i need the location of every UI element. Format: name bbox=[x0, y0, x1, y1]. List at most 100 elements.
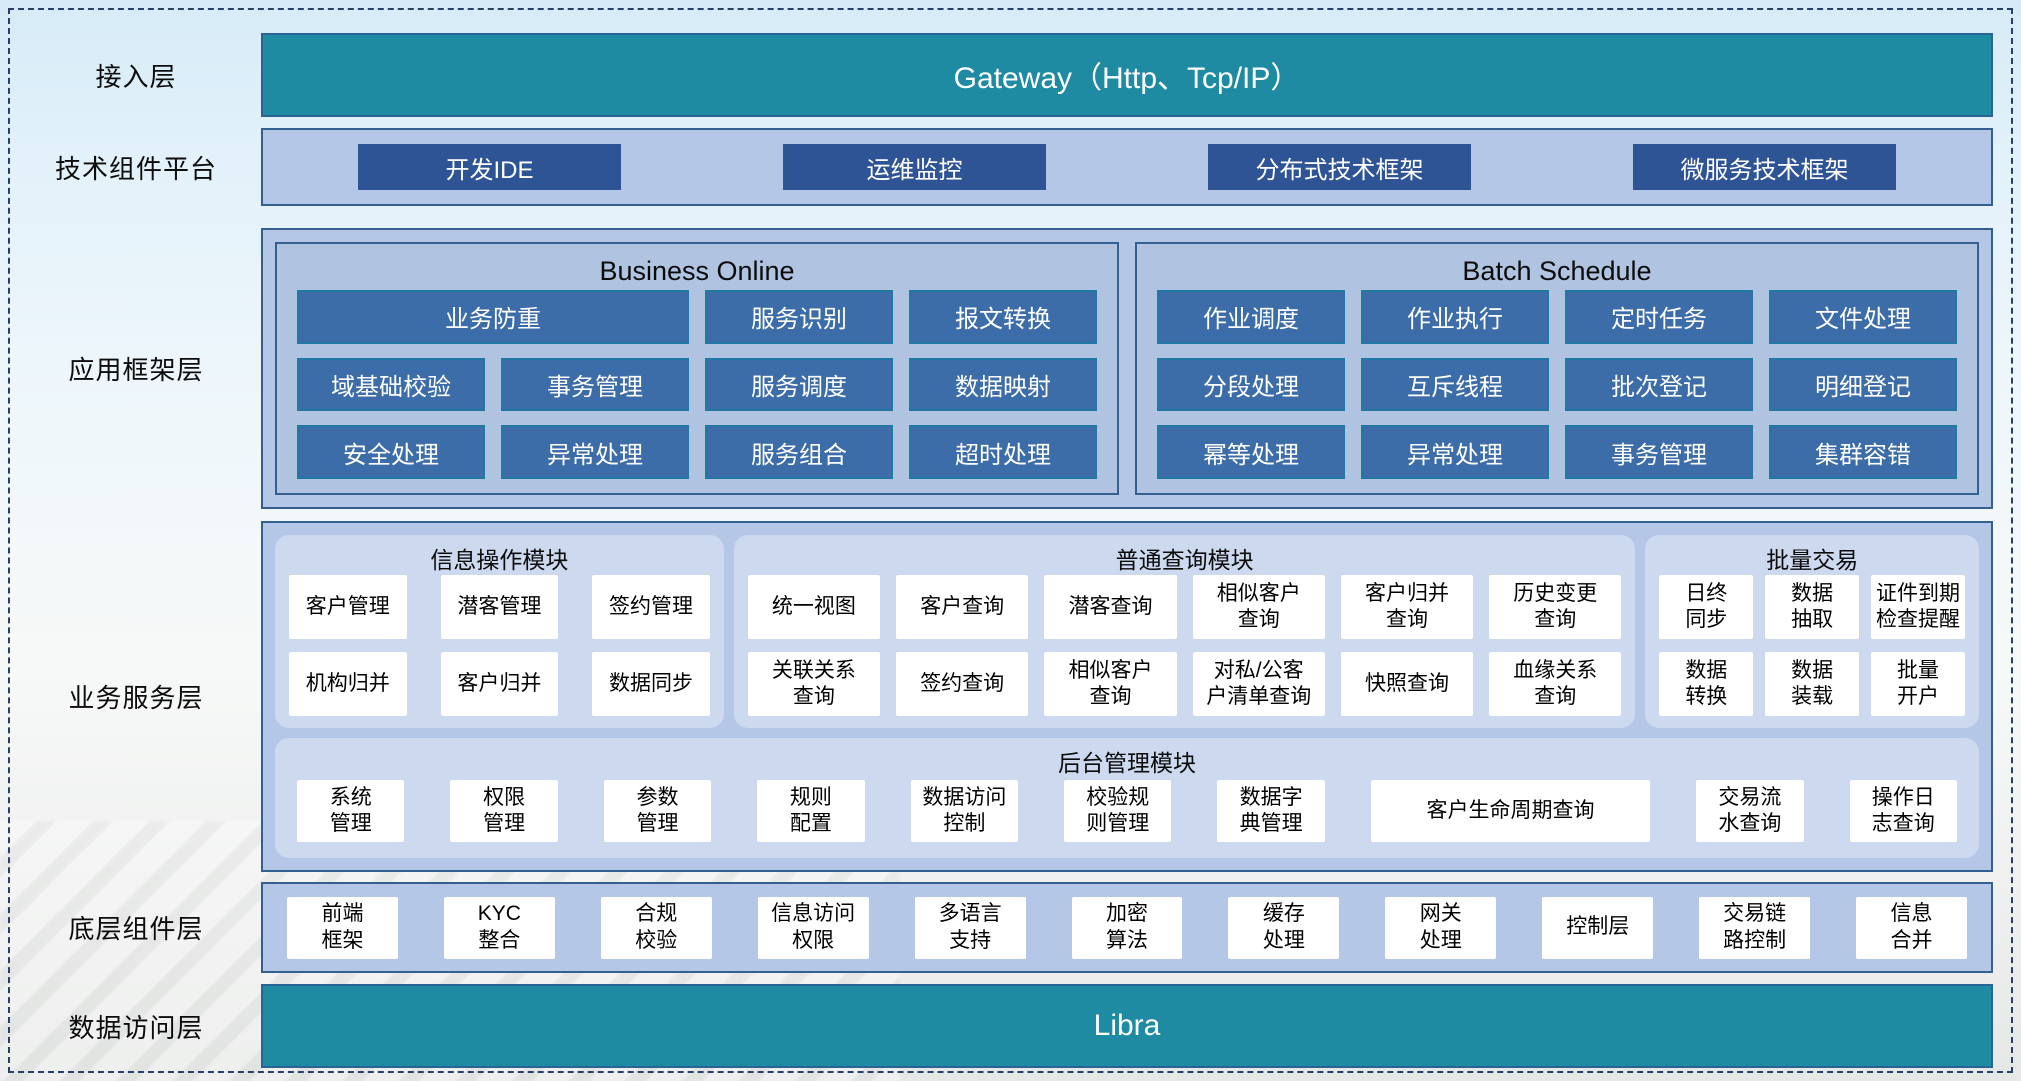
chip: 服务组合 bbox=[705, 425, 893, 479]
layer-label-app-framework: 应用框架层 bbox=[68, 355, 204, 385]
query-module: 普通查询模块 统一视图 客户查询 潜客查询 相似客户 查询 客户归并 查询 历史… bbox=[733, 535, 1636, 728]
chip: 签约查询 bbox=[896, 652, 1029, 716]
chip: 网关 处理 bbox=[1385, 896, 1497, 959]
chip: 前端 框架 bbox=[287, 896, 398, 959]
chip: 报文转换 bbox=[909, 290, 1097, 344]
chip: 信息访问 权限 bbox=[757, 896, 869, 959]
chip: 超时处理 bbox=[909, 425, 1097, 479]
admin-grid: 系统 管理 权限 管理 参数 管理 规则 配置 数据访问 控制 校验规 则管理 … bbox=[289, 778, 1965, 846]
batch-trade-module: 批量交易 日终 同步 数据 抽取 证件到期 检查提醒 数据 转换 数据 装载 批… bbox=[1645, 535, 1979, 728]
layer-label-data-access: 数据访问层 bbox=[68, 1012, 204, 1043]
chip: 业务防重 bbox=[297, 290, 689, 344]
layer-label-access: 接入层 bbox=[95, 61, 177, 92]
tech-platform-container: 开发IDE 运维监控 分布式技术框架 微服务技术框架 bbox=[261, 128, 1993, 206]
chip: 对私/公客 户清单查询 bbox=[1192, 652, 1325, 716]
batch-trade-title: 批量交易 bbox=[1766, 547, 1859, 573]
chip: 签约管理 bbox=[592, 575, 710, 639]
business-service-container: 信息操作模块 客户管理 潜客管理 签约管理 机构归并 客户归并 数据同步 普通查… bbox=[261, 521, 1993, 872]
chip: 相似客户 查询 bbox=[1044, 652, 1177, 716]
query-module-title: 普通查询模块 bbox=[1115, 547, 1254, 573]
chip: 数据同步 bbox=[592, 652, 710, 716]
chip: 信息 合并 bbox=[1856, 896, 1967, 959]
chip: 快照查询 bbox=[1340, 652, 1474, 716]
chip: 批次登记 bbox=[1565, 357, 1753, 412]
tech-chip-distributed-framework: 分布式技术框架 bbox=[1207, 144, 1472, 190]
chip: 相似客户 查询 bbox=[1192, 575, 1325, 639]
chip: 系统 管理 bbox=[297, 780, 405, 842]
chip: 规则 配置 bbox=[757, 780, 865, 842]
chip: 服务识别 bbox=[705, 290, 893, 344]
chip: 定时任务 bbox=[1565, 290, 1753, 344]
base-components-container: 前端 框架 KYC 整合 合规 校验 信息访问 权限 多语言 支持 加密 算法 … bbox=[261, 882, 1993, 973]
chip: 幂等处理 bbox=[1157, 425, 1345, 479]
info-ops-grid: 客户管理 潜客管理 签约管理 机构归并 客户归并 数据同步 bbox=[289, 575, 710, 716]
business-online-grid: 业务防重 服务识别 报文转换 域基础校验 事务管理 服务调度 数据映射 安全处理… bbox=[297, 290, 1097, 479]
admin-module: 后台管理模块 系统 管理 权限 管理 参数 管理 规则 配置 数据访问 控制 校… bbox=[275, 738, 1979, 858]
chip: 机构归并 bbox=[289, 652, 407, 716]
chip: 多语言 支持 bbox=[914, 896, 1026, 959]
chip: 加密 算法 bbox=[1071, 896, 1183, 959]
chip: 客户管理 bbox=[289, 575, 407, 639]
batch-schedule-grid: 作业调度 作业执行 定时任务 文件处理 分段处理 互斥线程 批次登记 明细登记 … bbox=[1157, 290, 1957, 479]
chip: 缓存 处理 bbox=[1228, 896, 1340, 959]
chip: 数据 转换 bbox=[1659, 652, 1754, 716]
tech-chip-microservice-framework: 微服务技术框架 bbox=[1632, 144, 1897, 190]
tech-chip-ops-monitor: 运维监控 bbox=[782, 144, 1047, 190]
chip: 统一视图 bbox=[747, 575, 881, 639]
chip: 服务调度 bbox=[705, 357, 893, 412]
chip: 作业执行 bbox=[1361, 290, 1549, 344]
libra-bar: Libra bbox=[261, 984, 1993, 1068]
chip: 集群容错 bbox=[1769, 425, 1957, 479]
layer-label-base-components: 底层组件层 bbox=[68, 914, 204, 944]
chip: 数据字 典管理 bbox=[1217, 780, 1325, 842]
chip: 客户归并 查询 bbox=[1340, 575, 1474, 639]
chip: 域基础校验 bbox=[297, 357, 485, 412]
chip: 作业调度 bbox=[1157, 290, 1345, 344]
chip: 明细登记 bbox=[1769, 357, 1957, 412]
chip: 数据访问 控制 bbox=[910, 780, 1019, 842]
chip: 分段处理 bbox=[1157, 357, 1345, 412]
layer-label-tech-platform: 技术组件平台 bbox=[54, 153, 217, 184]
chip: 客户查询 bbox=[896, 575, 1029, 639]
chip: 交易链 路控制 bbox=[1699, 896, 1811, 959]
chip: 证件到期 检查提醒 bbox=[1871, 575, 1965, 639]
chip: 参数 管理 bbox=[603, 780, 712, 842]
chip: 潜客查询 bbox=[1044, 575, 1177, 639]
query-grid: 统一视图 客户查询 潜客查询 相似客户 查询 客户归并 查询 历史变更 查询 关… bbox=[747, 575, 1622, 716]
business-online-title: Business Online bbox=[599, 255, 795, 286]
chip: 数据 装载 bbox=[1765, 652, 1860, 716]
info-ops-title: 信息操作模块 bbox=[430, 547, 569, 573]
chip: 潜客管理 bbox=[440, 575, 559, 639]
batch-schedule-title: Batch Schedule bbox=[1462, 255, 1652, 286]
chip: 交易流 水查询 bbox=[1696, 780, 1804, 842]
batch-trade-grid: 日终 同步 数据 抽取 证件到期 检查提醒 数据 转换 数据 装载 批量 开户 bbox=[1659, 575, 1965, 716]
batch-schedule-panel: Batch Schedule 作业调度 作业执行 定时任务 文件处理 分段处理 … bbox=[1135, 242, 1979, 495]
chip: 安全处理 bbox=[297, 425, 485, 479]
chip: 合规 校验 bbox=[600, 896, 712, 959]
chip: 异常处理 bbox=[501, 425, 689, 479]
business-online-panel: Business Online 业务防重 服务识别 报文转换 域基础校验 事务管… bbox=[275, 242, 1119, 495]
chip: 数据 抽取 bbox=[1765, 575, 1860, 639]
tech-chip-dev-ide: 开发IDE bbox=[357, 144, 622, 190]
chip: 客户生命周期查询 bbox=[1370, 780, 1651, 842]
gateway-bar: Gateway（Http、Tcp/IP） bbox=[261, 33, 1993, 117]
info-ops-module: 信息操作模块 客户管理 潜客管理 签约管理 机构归并 客户归并 数据同步 bbox=[275, 535, 724, 728]
chip: 操作日 志查询 bbox=[1849, 780, 1957, 842]
chip: 关联关系 查询 bbox=[747, 652, 881, 716]
chip: 互斥线程 bbox=[1361, 357, 1549, 412]
layer-label-business-service: 业务服务层 bbox=[68, 683, 204, 713]
admin-module-title: 后台管理模块 bbox=[1058, 750, 1196, 776]
chip: 校验规 则管理 bbox=[1064, 780, 1172, 842]
chip: 控制层 bbox=[1542, 896, 1654, 959]
chip: 异常处理 bbox=[1361, 425, 1549, 479]
chip: 客户归并 bbox=[440, 652, 559, 716]
chip: 数据映射 bbox=[909, 357, 1097, 412]
chip: 批量 开户 bbox=[1871, 652, 1965, 716]
chip: 事务管理 bbox=[501, 357, 689, 412]
chip: KYC 整合 bbox=[443, 896, 555, 959]
chip: 历史变更 查询 bbox=[1489, 575, 1622, 639]
app-framework-container: Business Online 业务防重 服务识别 报文转换 域基础校验 事务管… bbox=[261, 228, 1993, 509]
chip: 文件处理 bbox=[1769, 290, 1957, 344]
business-service-top-row: 信息操作模块 客户管理 潜客管理 签约管理 机构归并 客户归并 数据同步 普通查… bbox=[275, 535, 1979, 728]
